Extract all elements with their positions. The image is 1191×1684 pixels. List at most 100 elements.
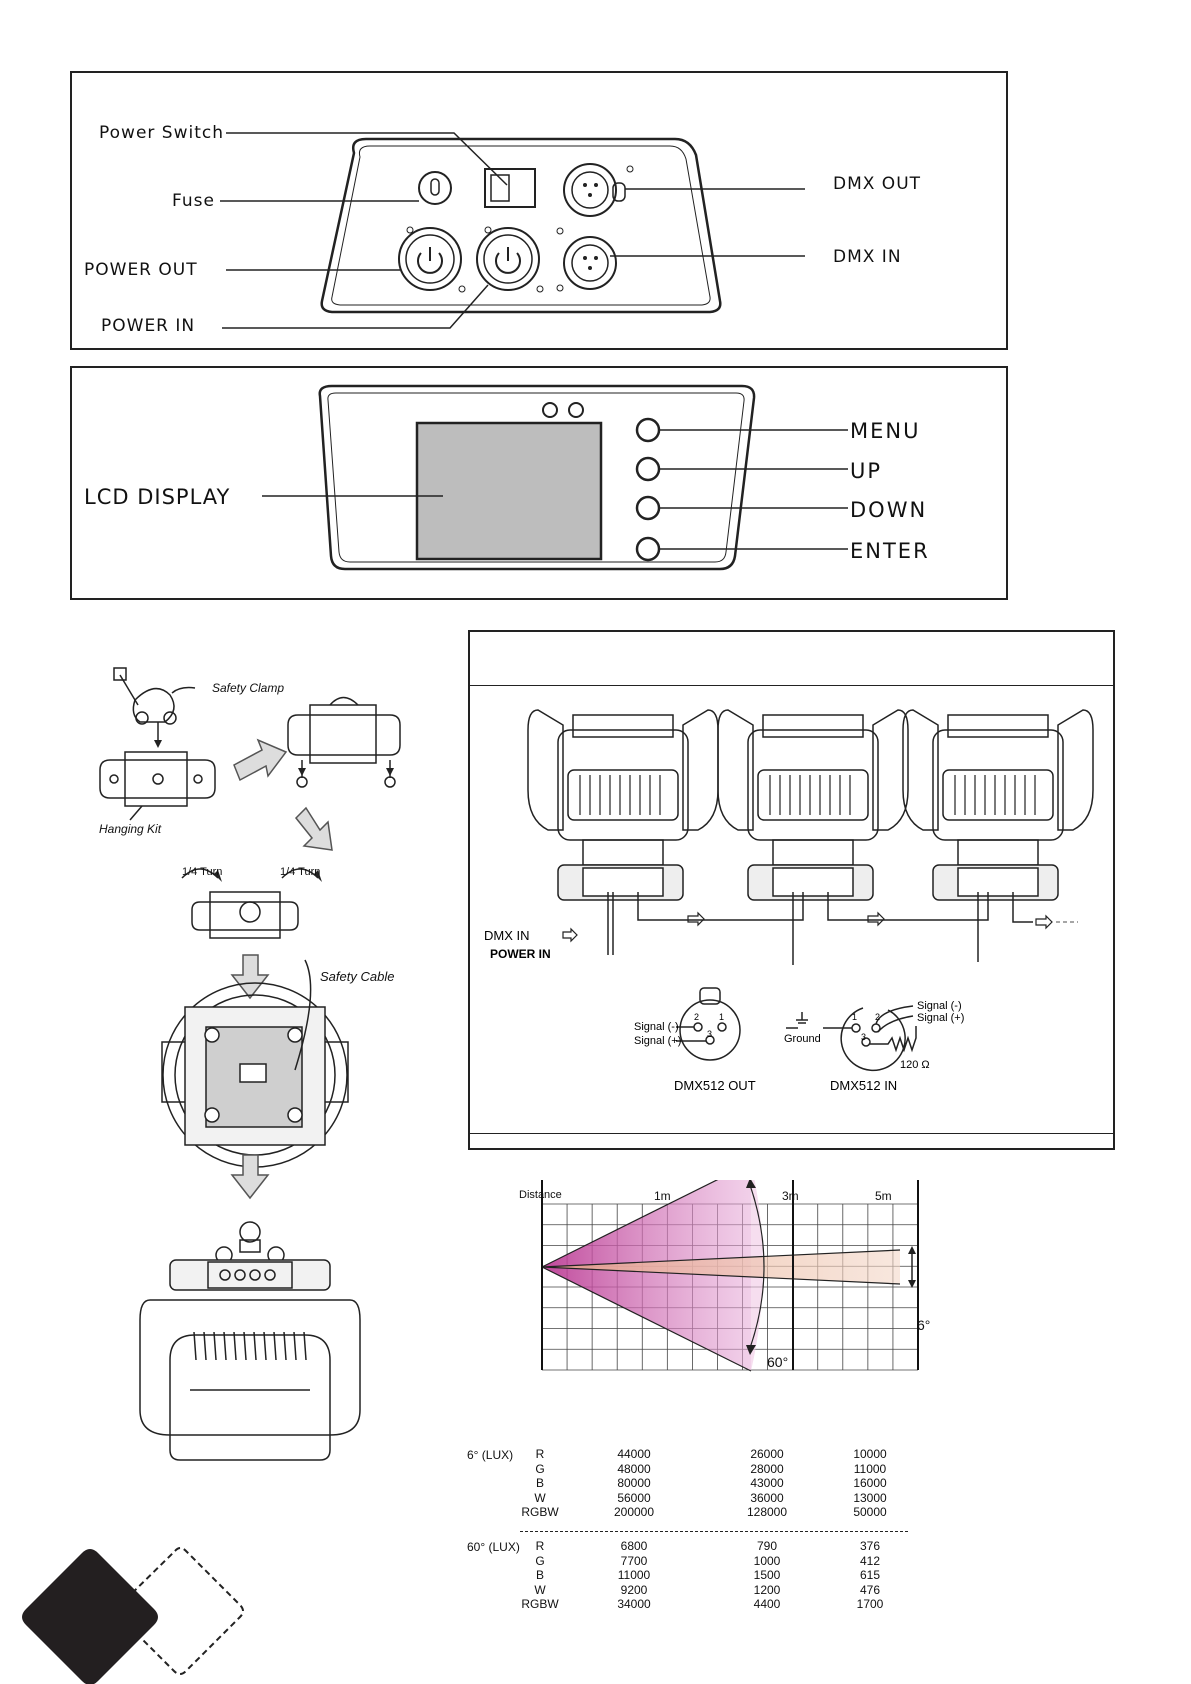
- wide-beam-60deg: [542, 1180, 751, 1371]
- lux-cell: 48000: [617, 1461, 651, 1476]
- dmx-chain-drawing: DMX IN POWER IN 2 1 3 Signal (-) Signal …: [484, 709, 1094, 1093]
- power-in-label: POWER IN: [101, 316, 196, 336]
- up-button-label: UP: [850, 459, 883, 483]
- control-panel-frame: [70, 366, 1008, 600]
- lux-cell: W: [534, 1582, 546, 1597]
- lux-cell: 11000: [853, 1461, 887, 1476]
- dmx-out-label: DMX OUT: [833, 174, 922, 194]
- lux-cell: 790: [756, 1539, 778, 1553]
- lux-cell: 200000: [613, 1505, 655, 1519]
- lux-cell: 376: [859, 1539, 881, 1553]
- power-in-chain-label: POWER IN: [490, 947, 551, 961]
- dmx-header-divider: [468, 685, 1115, 686]
- dmx-in-connector-illustration: [786, 1005, 917, 1072]
- dmx-in-resistor: 120 Ω: [900, 1059, 930, 1071]
- safety-cable-label: Safety Cable: [320, 969, 395, 984]
- lux-cell: B: [535, 1476, 544, 1490]
- menu-button-label: MENU: [850, 419, 921, 443]
- lux-6-header: 6° (LUX): [467, 1448, 514, 1462]
- lux-cell: 10000: [853, 1447, 887, 1461]
- lux-table-separator: [520, 1531, 908, 1532]
- distance-5m: 5m: [875, 1189, 892, 1203]
- lux-cell: 50000: [853, 1505, 887, 1519]
- dmx-connection-frame: [468, 630, 1115, 1150]
- angle-60deg-label: 60°: [767, 1354, 789, 1370]
- lux-cell: R: [535, 1539, 545, 1553]
- lux-cell: 476: [859, 1582, 881, 1597]
- control-panel-drawing: [262, 384, 848, 571]
- dmx-in-pin2: 2: [875, 1012, 880, 1022]
- power-switch-label: Power Switch: [99, 123, 225, 143]
- lux-row: B 11000 1500 615: [520, 1568, 914, 1583]
- lux-cell: 56000: [617, 1490, 651, 1505]
- distance-3m: 3m: [782, 1189, 799, 1203]
- hanging-kit-illustration: [99, 751, 216, 821]
- dmx-out-signal-plus: Signal (+): [634, 1035, 681, 1047]
- turn-left-label: 1/4 Turn: [182, 866, 223, 878]
- lux-cell: G: [535, 1461, 545, 1476]
- lux-cell: G: [535, 1553, 545, 1568]
- fixture-side-view: [139, 1221, 361, 1461]
- lux-cell: R: [535, 1447, 545, 1461]
- lux-cell: 11000: [617, 1568, 651, 1582]
- fixture-front-2: [717, 709, 909, 901]
- lux-cell: 43000: [750, 1476, 784, 1490]
- distance-label: Distance: [519, 1189, 562, 1201]
- lux-cell: 1700: [856, 1597, 884, 1611]
- lux-cell: 36000: [750, 1490, 784, 1505]
- dmx-out-pin1: 1: [719, 1012, 724, 1022]
- lux-cell: 9200: [620, 1582, 648, 1597]
- lux-cell: 28000: [750, 1461, 784, 1476]
- dmx-out-signal-minus: Signal (-): [634, 1021, 679, 1033]
- lux-row: G 7700 1000 412: [520, 1554, 914, 1569]
- lux-cell: 412: [859, 1553, 881, 1568]
- dmx-in-signal-plus: Signal (+): [917, 1012, 964, 1024]
- dmx-out-connector-illustration: [676, 987, 741, 1061]
- dmx-in-pin1: 1: [852, 1012, 857, 1022]
- rear-panel-drawing: [220, 132, 805, 329]
- power-switch: [484, 168, 536, 208]
- dmx-in-chain-label: DMX IN: [484, 928, 530, 943]
- page-corner-diamonds: [22, 1547, 244, 1684]
- safety-clamp-label: Safety Clamp: [212, 681, 285, 695]
- lux-cell: RGBW: [521, 1505, 559, 1519]
- beam-angle-chart: [541, 1180, 919, 1372]
- lux-cell: B: [535, 1568, 544, 1582]
- lux-cell: 16000: [853, 1476, 887, 1490]
- lux-row: RGBW 34000 4400 1700: [520, 1597, 914, 1612]
- lux-cell: W: [534, 1490, 546, 1505]
- fixture-front-1: [527, 709, 719, 901]
- lux-cell: 80000: [617, 1476, 651, 1490]
- lux-cell: RGBW: [521, 1597, 559, 1611]
- lcd-display-label: LCD DISPLAY: [84, 485, 231, 509]
- turn-right-label: 1/4 Turn: [280, 866, 321, 878]
- narrow-beam-6deg: [542, 1250, 900, 1284]
- lux-cell: 128000: [746, 1505, 788, 1519]
- lux-cell: 4400: [753, 1597, 781, 1611]
- lux-60-header: 60° (LUX): [467, 1540, 520, 1554]
- dmx-out-pin2: 2: [694, 1012, 699, 1022]
- dmx-out-name: DMX512 OUT: [674, 1078, 756, 1093]
- lux-cell: 7700: [620, 1553, 648, 1568]
- lux-cell: 34000: [617, 1597, 651, 1611]
- lux-cell: 615: [859, 1568, 881, 1582]
- power-out-label: POWER OUT: [84, 260, 198, 280]
- lux-cell: 1500: [753, 1568, 781, 1582]
- dmx-footer-divider: [468, 1133, 1115, 1134]
- enter-button-label: ENTER: [850, 539, 930, 563]
- dmx-in-pin3: 3: [861, 1032, 866, 1042]
- dmx-in-ground: Ground: [784, 1033, 821, 1045]
- lux-row: RGBW 200000 128000 50000: [520, 1505, 914, 1520]
- fixture-front-3: [902, 709, 1094, 901]
- dmx-in-name: DMX512 IN: [830, 1078, 897, 1093]
- distance-1m: 1m: [654, 1189, 671, 1203]
- lux-cell: 1000: [753, 1553, 781, 1568]
- down-button-label: DOWN: [850, 498, 928, 522]
- fuse-holder: [418, 171, 452, 205]
